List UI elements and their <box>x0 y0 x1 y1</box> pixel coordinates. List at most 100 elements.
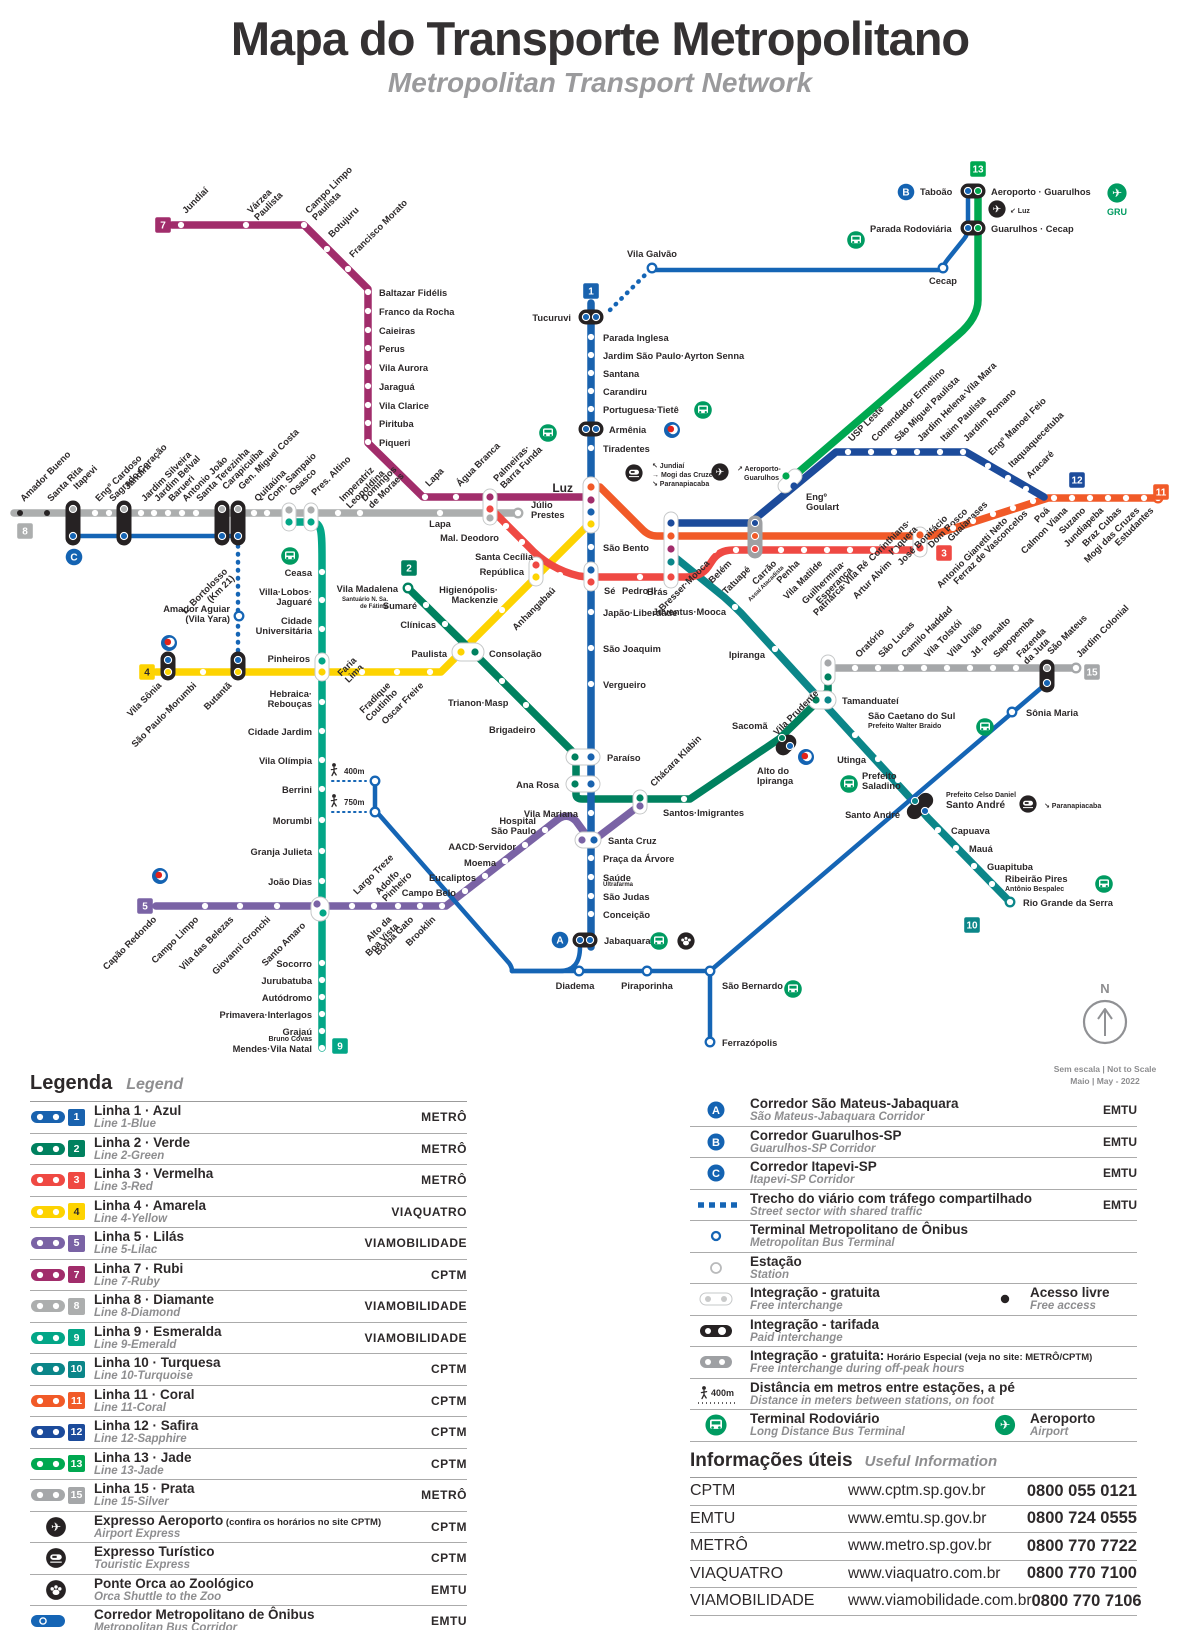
station-terminal-circle <box>646 262 658 274</box>
station-label: Capão Redondo <box>101 914 159 972</box>
station-dot <box>334 509 342 517</box>
station-dot <box>518 538 526 546</box>
municipal-icon <box>161 635 177 651</box>
station-label: Santos·Imigrantes <box>663 808 744 818</box>
station-label: Saúde <box>603 873 631 883</box>
ringgray-symbol-svg <box>710 1261 722 1274</box>
paw-icon <box>677 932 695 950</box>
line-swatch <box>30 1266 68 1284</box>
station-label: Vila Madalena <box>337 584 399 594</box>
map-annotation: Prefeito Celso Daniel <box>946 792 1016 799</box>
station-label: Moema <box>464 858 497 868</box>
ringgray-symbol <box>690 1256 750 1280</box>
legend-operator: VIAQUATRO <box>391 1204 467 1219</box>
line-badge: B <box>897 183 915 201</box>
interchange-dots <box>68 504 78 541</box>
interchange-dots <box>667 519 675 581</box>
station-dot <box>1022 485 1030 493</box>
station-dot <box>344 265 352 273</box>
map-annotation: Prefeito Walter Braido <box>868 723 941 730</box>
station-dot <box>137 509 145 517</box>
interchange-dots <box>457 648 479 656</box>
station-dot <box>441 620 449 628</box>
station-dot <box>846 546 854 554</box>
letter-symbol-svg: B <box>707 1133 725 1151</box>
station-terminal-circle <box>937 262 949 274</box>
station-label: Jaraguá <box>379 382 415 392</box>
info-heading-pt: Informações úteis <box>690 1450 853 1471</box>
station-label: Luz <box>552 481 573 495</box>
station-dot <box>150 509 158 517</box>
svg-text:15: 15 <box>1086 668 1098 679</box>
legend-label-note: Horário Especial (veja no site: METRÔ/CP… <box>884 1352 1093 1364</box>
station-label: Ribeirão Pires <box>1005 874 1068 884</box>
station-dot <box>318 959 326 967</box>
line-swatch-capsule <box>31 1142 65 1155</box>
station-dot <box>461 887 469 895</box>
line-number-badge: 4 <box>68 1203 85 1221</box>
station-dot <box>943 664 951 672</box>
station-dot <box>1004 474 1012 482</box>
station-label: Conceição <box>603 910 650 920</box>
legend-operator: METRÔ <box>421 1488 467 1503</box>
svg-text:3: 3 <box>941 549 947 560</box>
station-label: Aeroporto · Guarulhos <box>991 187 1091 197</box>
legend-operator: VIAMOBILIDADE <box>364 1236 467 1251</box>
train-icon <box>625 464 643 482</box>
station-dot <box>587 680 595 688</box>
station-dot <box>364 363 372 371</box>
station-dot <box>936 448 944 456</box>
station-dot <box>318 816 326 824</box>
municipal-icon <box>664 422 680 438</box>
line-number-badge: 15 <box>68 1486 85 1504</box>
station-dot <box>300 221 308 229</box>
station-label: Pedro II <box>622 586 656 596</box>
station-terminal-circle <box>369 806 381 818</box>
line-swatch <box>30 1234 68 1252</box>
station-dot <box>318 625 326 633</box>
station-dot <box>587 608 595 616</box>
station-dot <box>1104 494 1112 502</box>
capsulegray-symbol <box>690 1350 750 1374</box>
info-org: CPTM <box>690 1482 736 1500</box>
station-dot <box>541 826 549 834</box>
station-dot <box>732 546 740 554</box>
map-annotation: de Fátima <box>360 604 389 610</box>
map-annotation: → Mogi das Cruzes <box>652 472 717 479</box>
interchange-capsule <box>314 652 330 682</box>
svg-text:10: 10 <box>966 921 978 932</box>
line-12 <box>667 448 1048 527</box>
station-dot <box>91 509 99 517</box>
interchange-dots <box>575 935 595 945</box>
svg-text:C: C <box>712 1168 720 1180</box>
station-label: Autódromo <box>262 993 312 1003</box>
line-swatch-capsule <box>31 1394 65 1407</box>
legend-label-en: Line 1-Blue <box>94 1118 156 1131</box>
station-label: Mauá <box>969 844 994 854</box>
dashes-symbol <box>690 1193 750 1217</box>
station-label: Jardim São Paulo·Ayrton Senna <box>603 351 745 361</box>
station-dot <box>587 351 595 359</box>
station-terminal-circle <box>1004 896 1016 908</box>
station-label: Grajaú <box>283 1027 313 1037</box>
line-number-badge: 5 <box>68 1234 85 1252</box>
station-label: Tucuruvi <box>532 313 571 323</box>
station-dot <box>318 993 326 1001</box>
station-label: Mendes·Vila Natal <box>233 1044 312 1054</box>
info-phone: 0800 770 7106 <box>1031 1591 1142 1610</box>
ringblue-symbol <box>690 1224 750 1248</box>
legend-label-pt: Integração - tarifada <box>750 1316 880 1332</box>
station-dot <box>587 387 595 395</box>
station-dot <box>199 668 207 676</box>
